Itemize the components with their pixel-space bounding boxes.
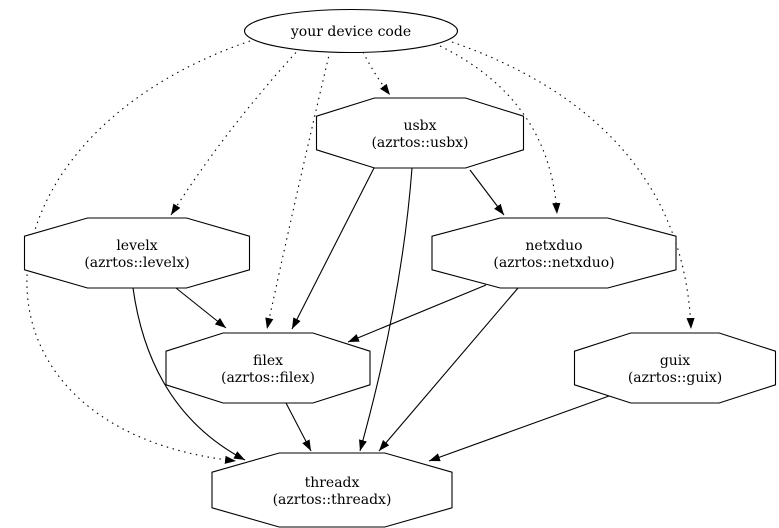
node-label-filex-line2: (azrtos::filex) [221, 370, 315, 386]
node-label-usbx-line2: (azrtos::usbx) [371, 135, 468, 151]
edge-netxduo-filex [347, 284, 487, 343]
node-netxduo: netxduo(azrtos::netxduo) [431, 217, 677, 289]
node-label-netxduo-line1: netxduo [525, 238, 582, 254]
node-device: your device code [243, 8, 459, 54]
edge-guix-threadx [428, 395, 610, 462]
node-guix: guix(azrtos::guix) [573, 332, 777, 404]
edge-usbx-threadx [358, 167, 413, 452]
node-label-filex-line1: filex [253, 353, 283, 369]
node-shape-usbx [315, 97, 525, 169]
node-shape-levelx [23, 217, 251, 289]
node-levelx: levelx(azrtos::levelx) [23, 217, 251, 289]
node-label-threadx-line2: (azrtos::threadx) [273, 492, 392, 508]
node-label-levelx-line2: (azrtos::levelx) [84, 255, 189, 271]
node-filex: filex(azrtos::filex) [165, 332, 371, 404]
edge-usbx-netxduo [469, 169, 505, 216]
edge-levelx-threadx [132, 287, 246, 461]
node-threadx: threadx(azrtos::threadx) [211, 452, 453, 528]
edge-device-levelx [170, 47, 301, 216]
node-label-threadx-line1: threadx [305, 475, 360, 491]
node-shape-filex [165, 332, 371, 404]
edge-device-guix [451, 41, 695, 330]
node-label-guix-line2: (azrtos::guix) [628, 370, 722, 386]
edge-device-usbx [362, 51, 391, 96]
edge-filex-threadx [285, 402, 312, 452]
edge-device-filex [265, 50, 331, 330]
node-shape-netxduo [431, 217, 677, 289]
edge-netxduo-threadx [378, 287, 519, 452]
edge-usbx-filex [291, 167, 375, 330]
node-label-levelx-line1: levelx [116, 238, 157, 254]
node-shape-device [243, 8, 459, 54]
node-shape-threadx [211, 452, 453, 528]
node-label-usbx-line1: usbx [403, 118, 436, 134]
node-shape-guix [573, 332, 777, 404]
node-label-netxduo-line2: (azrtos::netxduo) [493, 255, 614, 271]
node-label-guix-line1: guix [660, 353, 690, 369]
node-label-device-line1: your device code [290, 24, 411, 40]
node-usbx: usbx(azrtos::usbx) [315, 97, 525, 169]
edge-device-threadx [26, 40, 251, 464]
edge-levelx-filex [175, 287, 227, 329]
